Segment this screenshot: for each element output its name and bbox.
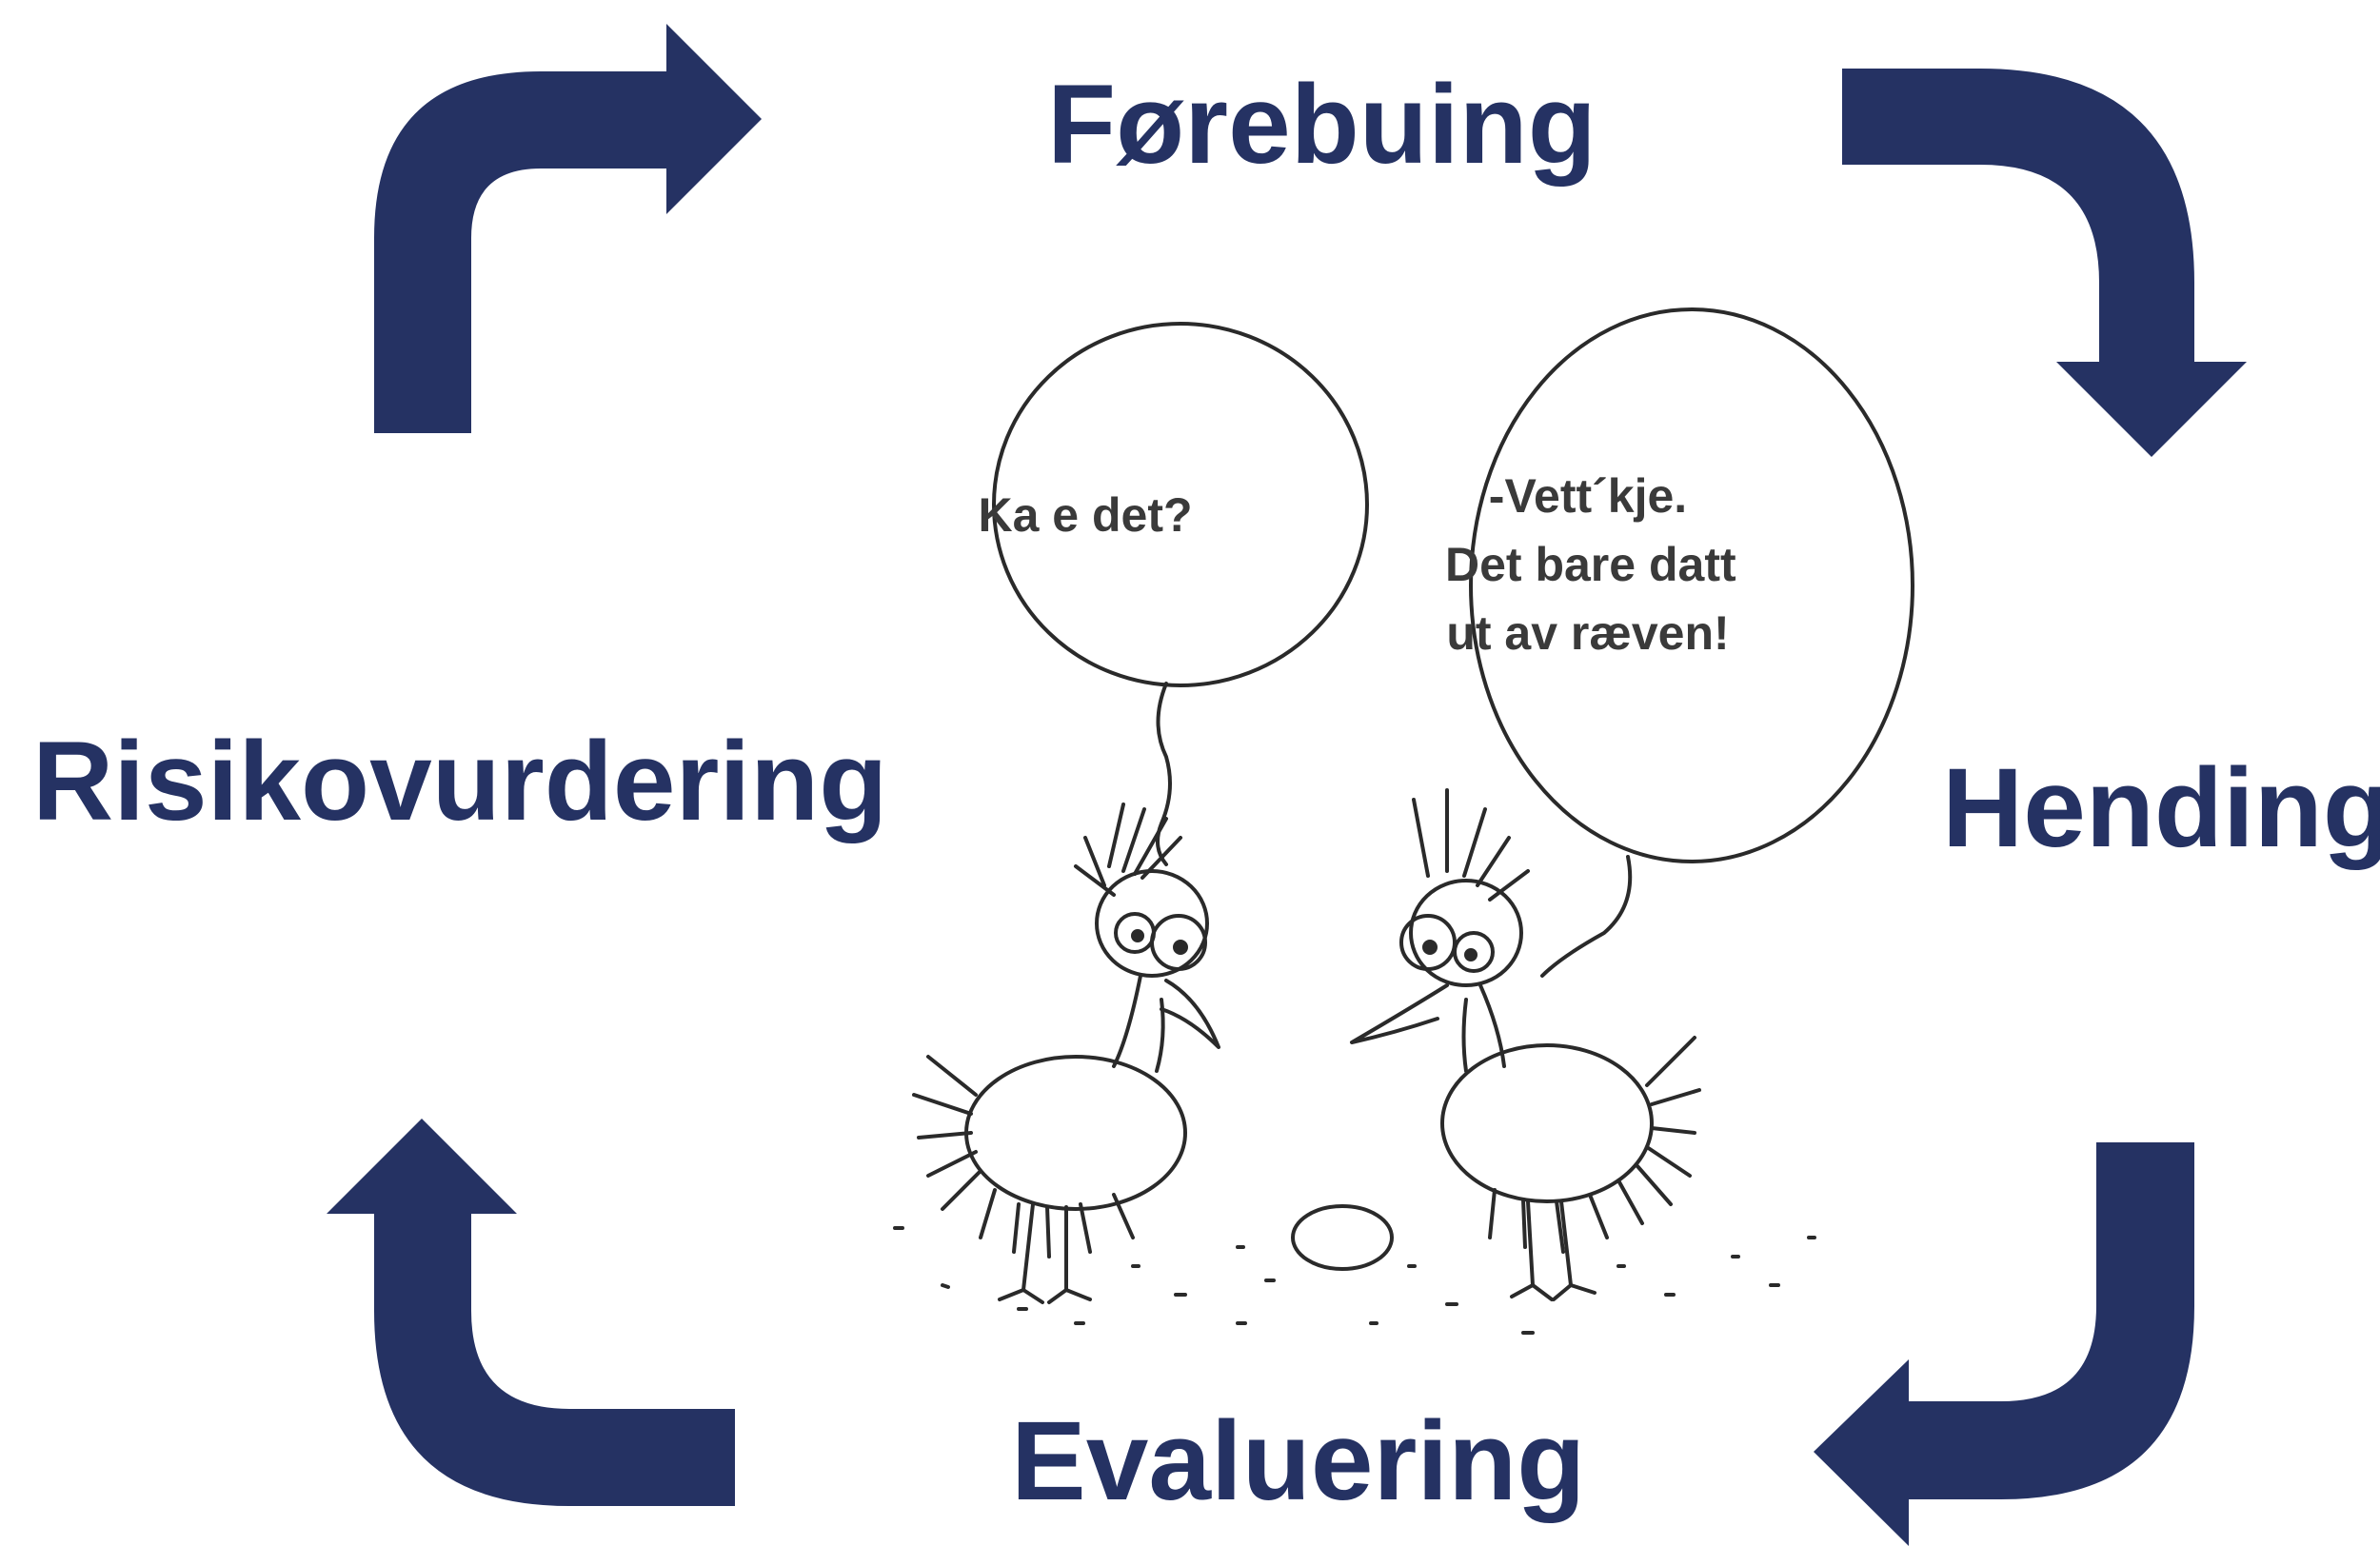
speech-text-right-line: Det bare datt [1445,538,1736,591]
chicken-right [1350,788,1701,1301]
speech-bubble-right-tail [1540,855,1633,978]
speech-text-right-line: ut av ræven! [1446,606,1730,660]
ground-specks [893,1226,1816,1335]
speech-bubble-right [1469,307,1914,863]
arrow-evaluering-to-risikovurdering [327,1119,735,1506]
chicken-left [912,803,1220,1304]
speech-bubble-left-tail [1156,682,1172,866]
speech-text-left: Ka e det? [978,488,1193,542]
arrow-forebuing-to-hending [1842,69,2247,457]
step-label-forebuing: Førebuing [1047,62,1597,188]
step-label-risikovurdering: Risikovurdering [32,719,888,844]
step-label-hending: Hending [1942,745,2380,871]
speech-text-right-line: -Vett´kje. [1488,469,1688,523]
speech-bubble-left [992,322,1369,687]
egg [1291,1204,1394,1271]
arrow-risikovurdering-to-forebuing [374,24,762,433]
chickens-cartoon: Ka e det? -Vett´kje. Det bare datt ut av… [838,276,1933,1361]
step-label-evaluering: Evaluering [1011,1398,1586,1524]
arrow-hending-to-evaluering [1814,1142,2194,1546]
speech-text-right: -Vett´kje. Det bare datt ut av ræven! [1445,462,1736,667]
